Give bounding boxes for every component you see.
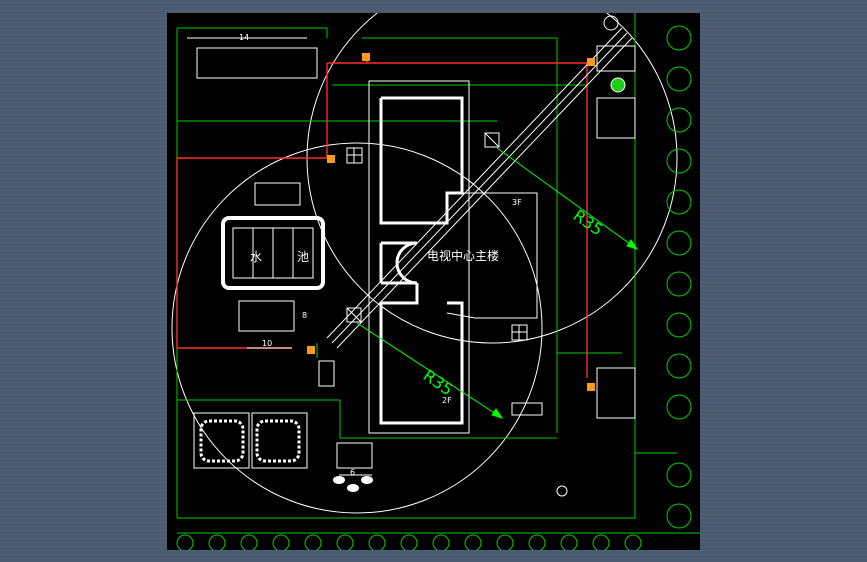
radius-label-lower: R35 — [420, 366, 457, 400]
water-pool — [221, 216, 325, 290]
radius-arrows — [356, 147, 639, 419]
temporary-road-lines — [176, 13, 700, 534]
water-meter-icon — [556, 485, 568, 497]
well-icon — [603, 15, 619, 31]
pool-label-right: 池 — [297, 250, 309, 264]
building-inner-outline — [368, 80, 538, 434]
tree-symbols-bottom — [176, 534, 642, 552]
dimension-label-6: 6 — [350, 468, 355, 477]
dimension-label-8: 8 — [302, 311, 307, 320]
main-building-label: 电视中心主楼 — [427, 248, 499, 263]
radius-label-upper: R35 — [570, 206, 607, 240]
dimension-label-14: 14 — [239, 33, 249, 42]
vehicle-symbols — [333, 476, 373, 492]
hydrant-markers — [307, 53, 595, 391]
crane-radius-circle-lower — [171, 142, 543, 514]
crane-jib — [326, 27, 633, 349]
sediment-tanks — [199, 419, 301, 463]
floor-label-3f: 3F — [512, 198, 522, 207]
crane-bases — [346, 132, 528, 341]
dimension-lines — [187, 37, 372, 476]
site-plan-svg: 电视中心主楼 水 池 R35 R35 3F 2F 14 10 6 8 — [171, 0, 700, 552]
transformer-icon — [610, 77, 626, 93]
floor-label-2f: 2F — [442, 396, 452, 405]
tree-symbols-right — [666, 25, 692, 529]
pool-label-left: 水 — [250, 250, 262, 264]
site-plan-drawing[interactable]: 电视中心主楼 水 池 R35 R35 3F 2F 14 10 6 8 — [167, 0, 700, 552]
dimension-label-10: 10 — [262, 339, 272, 348]
site-facilities — [193, 45, 636, 469]
